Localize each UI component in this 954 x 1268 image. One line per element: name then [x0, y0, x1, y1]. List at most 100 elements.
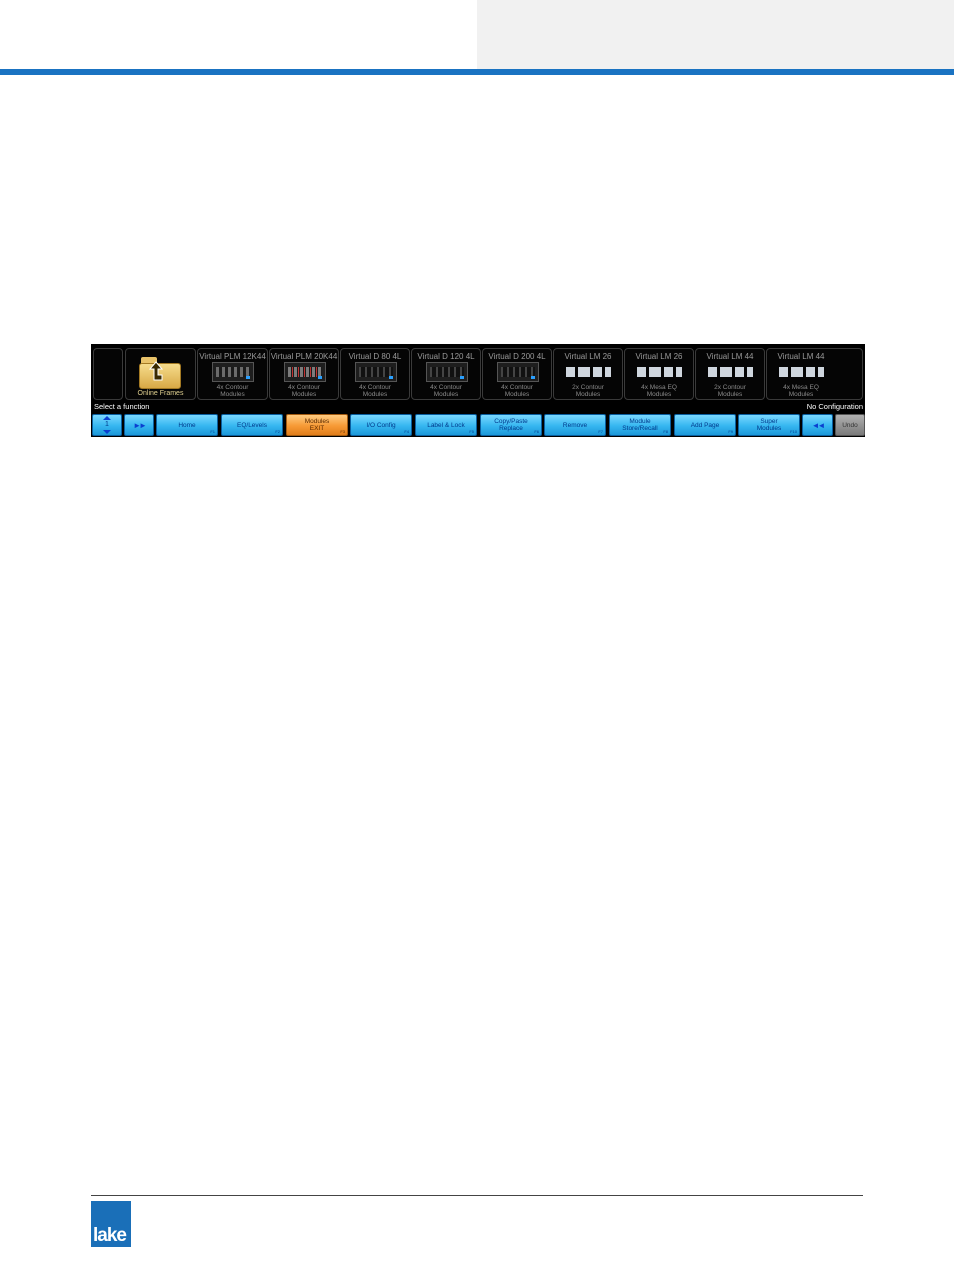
up-arrow-icon	[149, 361, 163, 381]
header-accent-bar	[0, 69, 954, 75]
frame-subtitle: Modules	[220, 391, 245, 398]
label-lock-label: Label & Lock	[427, 421, 465, 429]
logo-text: lake	[93, 1225, 127, 1246]
rewind-icon: ◄◄	[811, 420, 826, 430]
modules-label: Modules	[304, 418, 330, 425]
folder-icon	[139, 357, 181, 389]
io-config-button[interactable]: I/O Config F4	[350, 414, 412, 436]
triangle-down-icon	[103, 430, 111, 434]
home-button[interactable]: Home F1	[156, 414, 218, 436]
header-gray-panel	[477, 0, 954, 69]
lake-logo: lake	[91, 1201, 131, 1247]
label-lock-button[interactable]: Label & Lock F5	[415, 414, 477, 436]
frame-title: Virtual LM 44	[777, 352, 825, 361]
previous-page-button[interactable]: ◄◄	[802, 414, 833, 436]
copy-paste-label: Copy/Paste	[494, 418, 528, 425]
frame-slots: Online Frames Virtual PLM 12K44 4x Conto…	[91, 344, 865, 401]
frame-title: Virtual D 120 4L	[417, 352, 475, 361]
undo-button[interactable]: Undo	[835, 414, 865, 436]
frame-subtitle: 4x Contour	[288, 384, 320, 391]
eq-levels-label: EQ/Levels	[237, 421, 267, 429]
fkey-label: F10	[790, 429, 797, 434]
fkey-label: F3	[340, 429, 345, 434]
frame-subtitle: Modules	[788, 391, 814, 398]
fkey-label: F8	[663, 429, 668, 434]
frame-subtitle: Modules	[646, 391, 672, 398]
frame-subtitle: Modules	[717, 391, 743, 398]
remove-button[interactable]: Remove F7	[544, 414, 606, 436]
exit-label: EXIT	[309, 425, 325, 432]
lm-module-icon	[708, 367, 756, 377]
online-frames-label: Online Frames	[137, 390, 184, 397]
next-page-button[interactable]: ►►	[124, 414, 154, 436]
lm-module-icon	[779, 367, 827, 377]
fkey-label: F9	[728, 429, 733, 434]
triangle-up-icon	[103, 416, 111, 420]
frame-subtitle: Modules	[362, 391, 388, 398]
frame-subtitle: 4x Contour	[501, 384, 533, 391]
fkey-label: F1	[210, 429, 215, 434]
frame-subtitle: Modules	[291, 391, 317, 398]
frame-subtitle: 2x Contour	[714, 384, 746, 391]
frame-subtitle: Modules	[575, 391, 601, 398]
d-series-device-icon	[497, 362, 539, 382]
frame-subtitle: 2x Contour	[572, 384, 604, 391]
io-config-label: I/O Config	[366, 421, 396, 429]
frame-title: Virtual LM 26	[564, 352, 612, 361]
frame-subtitle: Modules	[433, 391, 459, 398]
frame-title: Virtual LM 44	[706, 352, 754, 361]
add-page-button[interactable]: Add Page F9	[674, 414, 736, 436]
module-label: Module	[629, 418, 651, 425]
lm-module-icon	[637, 367, 685, 377]
frame-title: Virtual D 200 4L	[488, 352, 546, 361]
fast-forward-icon: ►►	[133, 420, 147, 430]
d-series-device-icon	[355, 362, 397, 382]
footer-divider	[91, 1195, 863, 1196]
plm-device-icon	[284, 362, 326, 382]
fkey-label: F7	[598, 429, 603, 434]
frame-title: Virtual D 80 4L	[348, 352, 402, 361]
fkey-label: F2	[275, 429, 280, 434]
configuration-status: No Configuration	[806, 402, 863, 411]
d-series-device-icon	[426, 362, 468, 382]
empty-slot	[93, 348, 123, 400]
frame-subtitle: 4x Mesa EQ	[783, 384, 819, 391]
status-message: Select a function	[94, 402, 150, 411]
home-label: Home	[178, 421, 196, 429]
page-selector-button[interactable]: 1	[92, 414, 122, 436]
super-label: Super	[760, 418, 778, 425]
fkey-label: F5	[469, 429, 474, 434]
page-number: 1	[105, 421, 109, 428]
lm-module-icon	[566, 367, 614, 377]
store-recall-label: Store/Recall	[622, 425, 658, 432]
frame-subtitle: Modules	[504, 391, 530, 398]
frame-subtitle: 4x Contour	[430, 384, 462, 391]
status-bar: Select a function No Configuration	[91, 402, 865, 412]
online-frames-slot[interactable]: Online Frames	[125, 348, 196, 400]
frame-title: Virtual PLM 20K44	[270, 352, 338, 361]
plm-device-icon	[212, 362, 254, 382]
eq-levels-button[interactable]: EQ/Levels F2	[221, 414, 283, 436]
replace-label: Replace	[499, 425, 523, 432]
frame-subtitle: 4x Contour	[359, 384, 391, 391]
fkey-label: F4	[404, 429, 409, 434]
frame-title: Virtual LM 26	[635, 352, 683, 361]
remove-label: Remove	[562, 421, 588, 429]
lake-controller-screen: Online Frames Virtual PLM 12K44 4x Conto…	[91, 344, 865, 437]
modules-label: Modules	[756, 425, 782, 432]
fkey-label: F6	[534, 429, 539, 434]
